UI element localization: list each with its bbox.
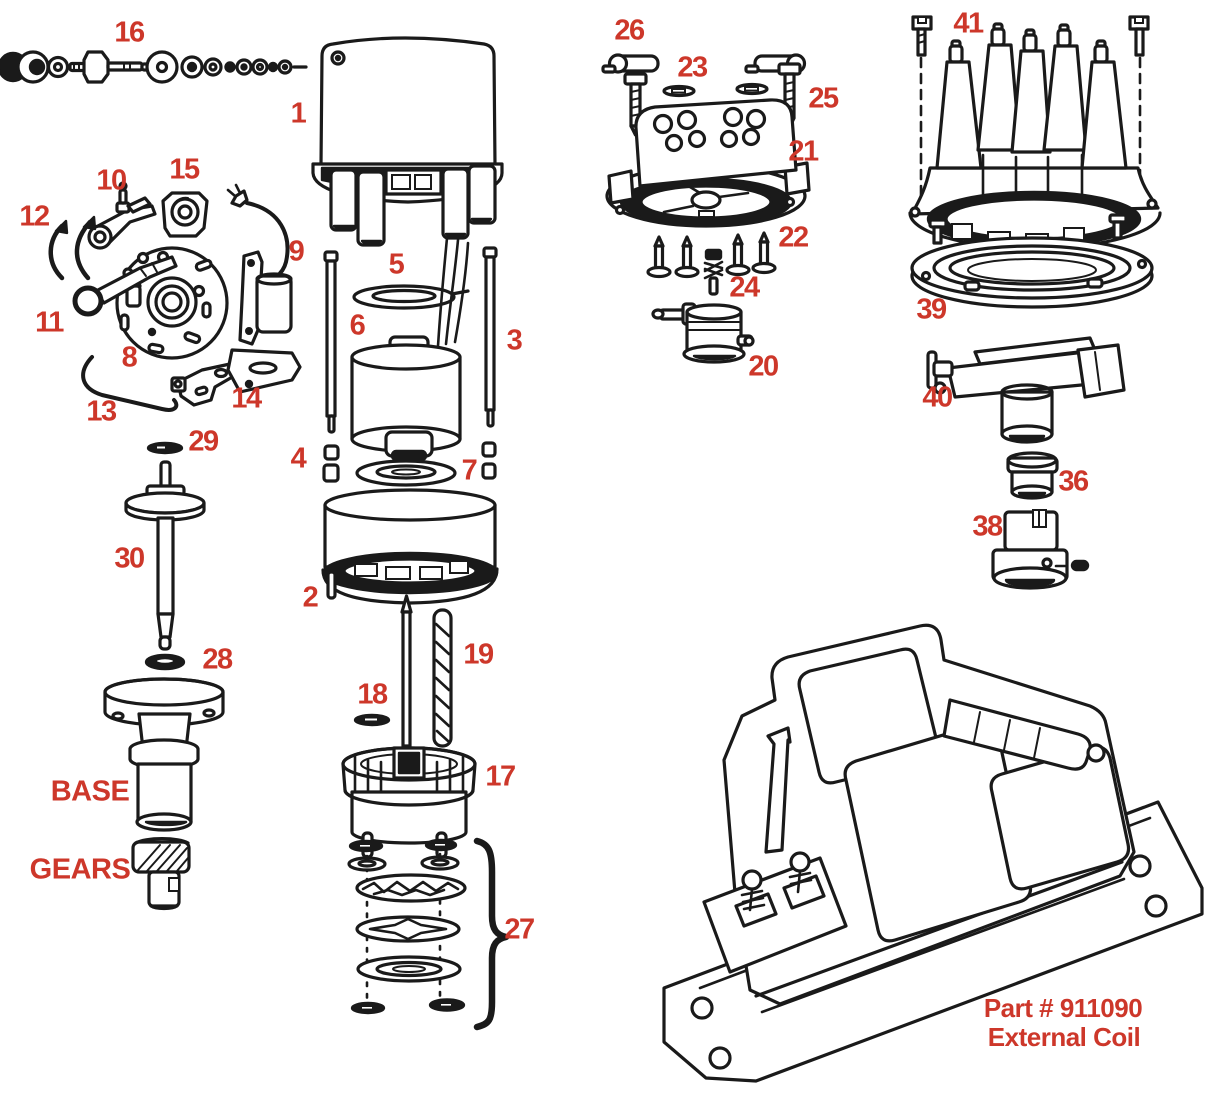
part-9-condenser-drawing — [226, 183, 302, 394]
part-29-snapring-drawing — [146, 441, 184, 455]
part-5-washer-drawing — [352, 284, 470, 310]
part-18-washer-drawing — [353, 713, 391, 727]
part-16-hardware-set-drawing — [0, 50, 308, 84]
part-30-shaft-drawing — [124, 460, 206, 651]
part-1-dust-cover-drawing — [311, 36, 504, 247]
part-41-distributor-cap-drawing — [908, 15, 1162, 250]
coil-wires-drawing — [436, 236, 470, 348]
part-7-washer-drawing — [355, 459, 457, 487]
part-3-4-pins-clips-drawing — [322, 246, 498, 483]
part-15-hex-nut-drawing — [161, 191, 209, 238]
part-36-bushing-drawing — [1006, 451, 1059, 500]
part-11-arm-drawing — [72, 255, 178, 317]
part-17-pin-drawing — [400, 594, 413, 748]
part-24-spring-screw-drawing — [703, 248, 724, 296]
external-coil-assembly-drawing — [662, 623, 1204, 1083]
part-13-wire-link-drawing — [81, 355, 179, 412]
part-27-washer-stack-drawing — [347, 837, 510, 1031]
part-21-upper-plate-drawing — [605, 98, 811, 228]
part-19-spring-rod-drawing — [432, 608, 453, 748]
part-40-rotor-drawing — [926, 336, 1126, 444]
part-39-gasket-ring-drawing — [910, 213, 1154, 309]
part-28-washer-drawing — [144, 653, 186, 671]
part-38-coupling-drawing — [991, 509, 1090, 590]
part-10-contact-arm-drawing — [87, 181, 157, 250]
part-26-pin-drawing — [601, 53, 660, 74]
part-2-housing-drawing — [321, 488, 499, 605]
part-22-screws-drawing — [646, 231, 777, 279]
gears-drive-gear-drawing — [131, 836, 191, 911]
part-6-coil-drawing — [350, 335, 462, 462]
part-23-washers-drawing — [662, 82, 769, 98]
part-20-condenser-drawing — [651, 302, 755, 364]
part-12-spring-clips-drawing — [48, 215, 97, 281]
part-14-contact-bracket-drawing — [170, 362, 236, 407]
base-housing-drawing — [103, 677, 225, 832]
part-8-breaker-plate-drawing — [115, 246, 229, 360]
